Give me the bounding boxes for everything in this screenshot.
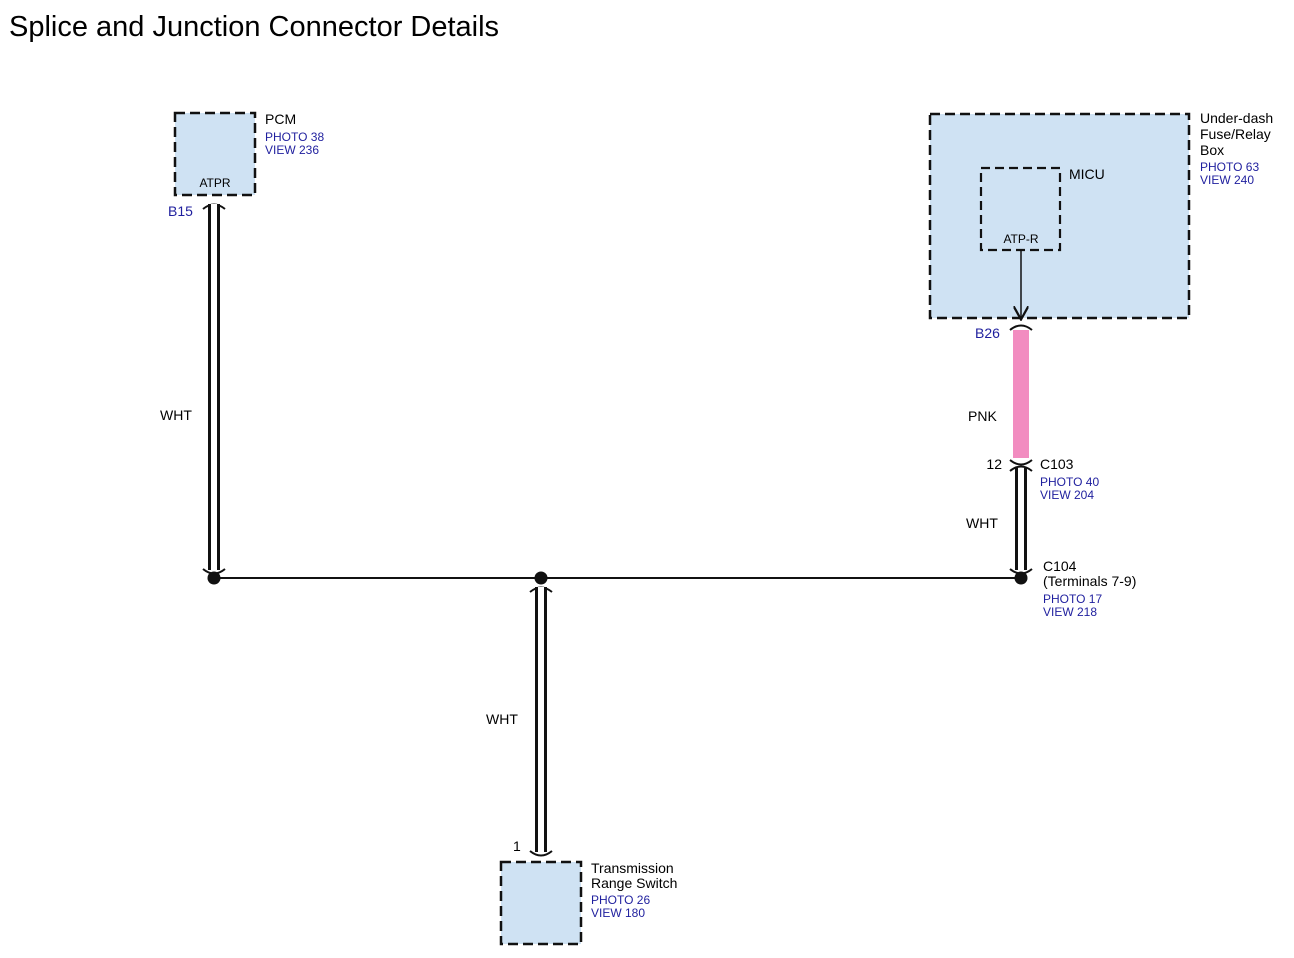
pcm-name: PCM	[265, 111, 296, 127]
trs-wire-color: WHT	[486, 711, 518, 727]
c104-name: C104	[1043, 558, 1077, 574]
c103-view-ref[interactable]: VIEW 204	[1040, 488, 1094, 502]
c103-name: C103	[1040, 456, 1074, 472]
trs-view-ref[interactable]: VIEW 180	[591, 906, 645, 920]
c103-pin-label: 12	[986, 456, 1002, 472]
c104-view-ref[interactable]: VIEW 218	[1043, 605, 1097, 619]
splice-node-left	[207, 571, 221, 585]
splice-node-right	[1014, 571, 1028, 585]
fuse-box-name-line1: Under-dash	[1200, 110, 1273, 126]
pcm-wire: WHT	[160, 203, 226, 575]
pcm-wire-color: WHT	[160, 407, 192, 423]
fuse-box-photo-ref[interactable]: PHOTO 63	[1200, 160, 1259, 174]
c104-detail: (Terminals 7-9)	[1043, 573, 1136, 589]
splice-node-center	[534, 571, 548, 585]
c103-wire: WHT	[966, 468, 1033, 575]
trs-name-line2: Range Switch	[591, 875, 677, 891]
c103-photo-ref[interactable]: PHOTO 40	[1040, 475, 1099, 489]
pink-wire-color: PNK	[968, 408, 997, 424]
pink-wire: PNK	[968, 324, 1033, 458]
micu-terminal-label: ATP-R	[1003, 232, 1038, 246]
fuse-relay-box-component[interactable]: Under-dash Fuse/Relay Box PHOTO 63 VIEW …	[928, 110, 1273, 341]
transmission-range-switch-component[interactable]: 1 Transmission Range Switch PHOTO 26 VIE…	[499, 838, 677, 946]
c104-connector[interactable]: C104 (Terminals 7-9) PHOTO 17 VIEW 218	[1043, 558, 1136, 619]
c104-photo-ref[interactable]: PHOTO 17	[1043, 592, 1102, 606]
pcm-box	[173, 111, 257, 197]
trs-wire: WHT	[486, 586, 553, 857]
pcm-component[interactable]: ATPR PCM PHOTO 38 VIEW 236 B15	[168, 111, 324, 219]
trs-name-line1: Transmission	[591, 860, 674, 876]
fuse-box-view-ref[interactable]: VIEW 240	[1200, 173, 1254, 187]
fuse-box-name-line3: Box	[1200, 142, 1224, 158]
trs-box	[499, 860, 583, 946]
c103-connector[interactable]: 12 C103 PHOTO 40 VIEW 204	[986, 456, 1099, 502]
c103-wire-color: WHT	[966, 515, 998, 531]
micu-name: MICU	[1069, 166, 1105, 182]
pcm-pin-label: B15	[168, 203, 193, 219]
trs-photo-ref[interactable]: PHOTO 26	[591, 893, 650, 907]
pcm-terminal-label: ATPR	[199, 176, 230, 190]
pcm-photo-ref[interactable]: PHOTO 38	[265, 130, 324, 144]
trs-pin-label: 1	[513, 838, 521, 854]
pcm-view-ref[interactable]: VIEW 236	[265, 143, 319, 157]
page-title: Splice and Junction Connector Details	[9, 11, 499, 43]
fuse-box-pin-label: B26	[975, 325, 1000, 341]
fuse-box-name-line2: Fuse/Relay	[1200, 126, 1271, 142]
